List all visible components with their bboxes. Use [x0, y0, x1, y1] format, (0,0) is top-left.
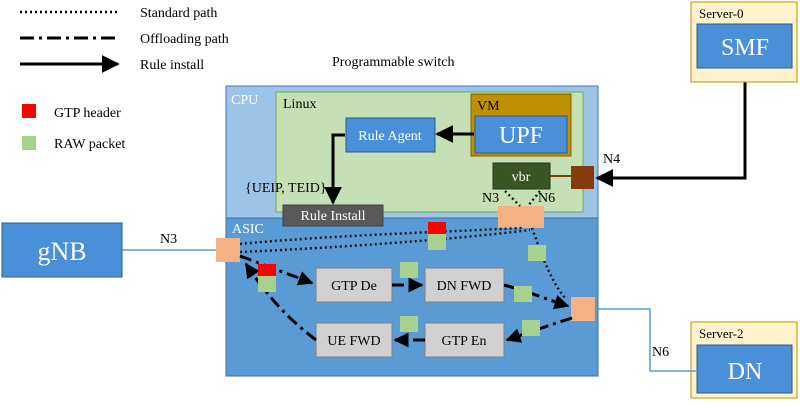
rule-agent-label: Rule Agent	[358, 129, 421, 144]
rule-tuple-label: {UEIP, TEID}	[245, 181, 327, 196]
legend-offload-label: Offloading path	[140, 32, 229, 47]
dn-label: DN	[728, 359, 763, 385]
raw-packet	[522, 320, 540, 336]
vm-label: VM	[477, 99, 500, 114]
cpu-label: CPU	[231, 93, 258, 108]
switch-title: Programmable switch	[332, 55, 454, 70]
legend-gtp-swatch	[22, 104, 36, 118]
dn-fwd-module[interactable]	[424, 267, 505, 303]
n4-port	[571, 166, 594, 189]
n6-port	[571, 297, 595, 321]
packet-markers	[258, 222, 546, 336]
rule-install-box[interactable]	[282, 204, 384, 227]
standard-path	[239, 190, 566, 299]
gtp-en-label: GTP En	[442, 334, 487, 349]
n6-vbr-label: N6	[538, 191, 555, 206]
legend-raw-swatch	[22, 136, 36, 150]
gtp-de-module[interactable]	[315, 267, 393, 303]
n4-label: N4	[603, 152, 620, 167]
gtp-en-module[interactable]	[424, 322, 505, 358]
vbr-box[interactable]	[492, 162, 551, 190]
n3-vbr-label: N3	[482, 191, 499, 206]
upf-label: UPF	[499, 123, 543, 149]
rule-agent-box[interactable]	[345, 117, 436, 153]
dn-box[interactable]	[696, 344, 793, 394]
gnb-label: gNB	[37, 237, 86, 266]
agent-to-install-arrow	[324, 133, 345, 205]
gnb-box[interactable]	[1, 222, 123, 278]
raw-packet	[400, 262, 418, 278]
server2-label: Server-2	[699, 326, 744, 341]
raw-packet	[258, 276, 276, 292]
legend-raw-label: RAW packet	[54, 137, 125, 152]
n3-port	[216, 238, 240, 262]
raw-packet	[514, 286, 532, 302]
legend-standard-label: Standard path	[140, 6, 217, 21]
legend-rule-install-label: Rule install	[140, 58, 204, 73]
smf-label: SMF	[721, 35, 769, 61]
vbr-label: vbr	[512, 170, 531, 185]
raw-packet	[400, 316, 418, 332]
n6-right-label: N6	[652, 345, 669, 360]
cpu-asic-port	[498, 206, 544, 228]
linux-label: Linux	[283, 97, 316, 112]
upf-box[interactable]	[474, 115, 568, 154]
asic-box	[225, 217, 599, 377]
raw-packet	[528, 245, 546, 261]
gtp-header-packet	[428, 222, 446, 234]
n6-dn-link	[595, 308, 697, 372]
legend: Standard path Offloading path Rule insta…	[20, 6, 229, 152]
dn-fwd-label: DN FWD	[437, 279, 492, 294]
n3-left-label: N3	[160, 232, 177, 247]
rule-install-label: Rule Install	[301, 209, 366, 224]
asic-label: ASIC	[232, 222, 264, 237]
legend-gtp-label: GTP header	[54, 106, 121, 121]
n4-rule-arrow	[595, 52, 747, 187]
smf-box[interactable]	[696, 23, 793, 69]
gtp-de-label: GTP De	[331, 279, 377, 294]
raw-packet	[428, 234, 446, 250]
ue-fwd-module[interactable]	[315, 322, 393, 358]
ue-fwd-label: UE FWD	[327, 334, 380, 349]
gtp-header-packet	[258, 264, 276, 276]
server0-label: Server-0	[699, 6, 744, 21]
